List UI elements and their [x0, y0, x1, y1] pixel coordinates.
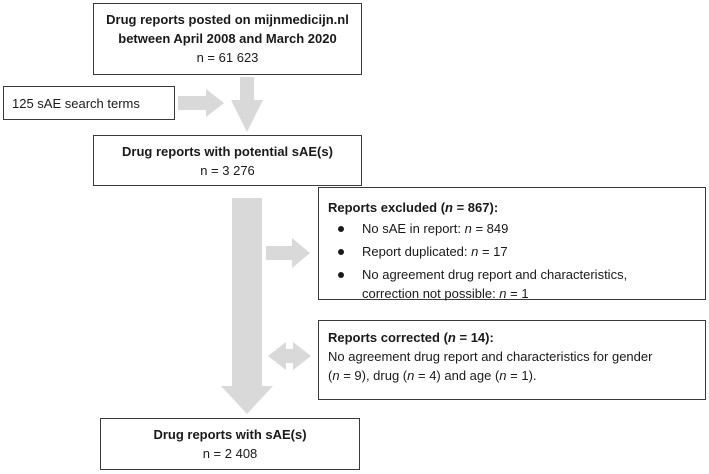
corrected-title-n: n: [447, 330, 456, 345]
arrow-down-to-final: [221, 198, 273, 414]
excluded-item: Report duplicated: n = 17: [328, 242, 697, 261]
excluded-item-n: n: [464, 221, 472, 236]
reports-posted-count: n = 61 623: [196, 50, 259, 65]
excluded-item-value: = 849: [471, 221, 509, 236]
excluded-item-text-line2: correction not possible:: [362, 286, 500, 301]
final-count: n = 2 408: [202, 446, 258, 461]
box-reports-excluded: Reports excluded (n = 867): No sAE in re…: [318, 187, 706, 303]
excluded-item-value: = 1: [506, 286, 529, 301]
bullet-icon: [338, 272, 344, 278]
arrow-right-search-terms: [178, 89, 224, 117]
excluded-title-prefix: Reports excluded (: [328, 200, 446, 215]
excluded-item-n: n: [471, 244, 479, 259]
excluded-list: No sAE in report: n = 849 Report duplica…: [328, 219, 697, 303]
corrected-title-suffix: = 14):: [455, 330, 494, 345]
excluded-item-n: n: [499, 286, 507, 301]
excluded-item-text: No sAE in report:: [362, 221, 465, 236]
box-reports-posted: Drug reports posted on mijnmedicijn.nl b…: [93, 3, 362, 75]
potential-count: n = 3 276: [200, 163, 255, 178]
excluded-title: Reports excluded (n = 867):: [328, 200, 498, 215]
reports-posted-line2: between April 2008 and March 2020: [118, 31, 337, 46]
bullet-icon: [338, 249, 344, 255]
excluded-item: No sAE in report: n = 849: [328, 219, 697, 238]
excluded-item-text-line1: No agreement drug report and characteris…: [362, 267, 628, 282]
corrected-title-prefix: Reports corrected (: [328, 330, 448, 345]
excluded-item-value: = 17: [478, 244, 508, 259]
corrected-line2: (n = 9), drug (n = 4) and age (n = 1).: [328, 366, 697, 385]
corrected-line2-c: = 4) and age (: [414, 368, 500, 383]
box-search-terms: 125 sAE search terms: [3, 86, 175, 120]
search-terms-label: 125 sAE search terms: [12, 96, 140, 111]
reports-posted-line1: Drug reports posted on mijnmedicijn.nl: [106, 12, 349, 27]
potential-title: Drug reports with potential sAE(s): [122, 144, 333, 159]
excluded-title-suffix: = 867):: [452, 200, 499, 215]
bullet-icon: [338, 226, 344, 232]
excluded-item-text: Report duplicated:: [362, 244, 472, 259]
corrected-line2-n2: n: [407, 368, 415, 383]
corrected-line2-n3: n: [499, 368, 507, 383]
corrected-title: Reports corrected (n = 14):: [328, 328, 697, 347]
final-title: Drug reports with sAE(s): [153, 427, 307, 442]
corrected-line2-d: = 1).: [506, 368, 537, 383]
corrected-line2-n1: n: [332, 368, 340, 383]
excluded-item: No agreement drug report and characteris…: [328, 265, 697, 303]
corrected-line2-b: = 9), drug (: [339, 368, 408, 383]
box-potential-sae: Drug reports with potential sAE(s) n = 3…: [93, 135, 362, 186]
arrow-down-to-potential: [231, 77, 263, 132]
arrow-double-to-corrected: [268, 342, 311, 370]
arrow-right-to-excluded: [266, 238, 310, 268]
excluded-title-n: n: [445, 200, 453, 215]
box-reports-corrected: Reports corrected (n = 14): No agreement…: [318, 320, 706, 400]
box-reports-with-sae: Drug reports with sAE(s) n = 2 408: [100, 418, 360, 470]
corrected-line1: No agreement drug report and characteris…: [328, 349, 653, 364]
corrected-line2-a: (: [328, 368, 333, 383]
